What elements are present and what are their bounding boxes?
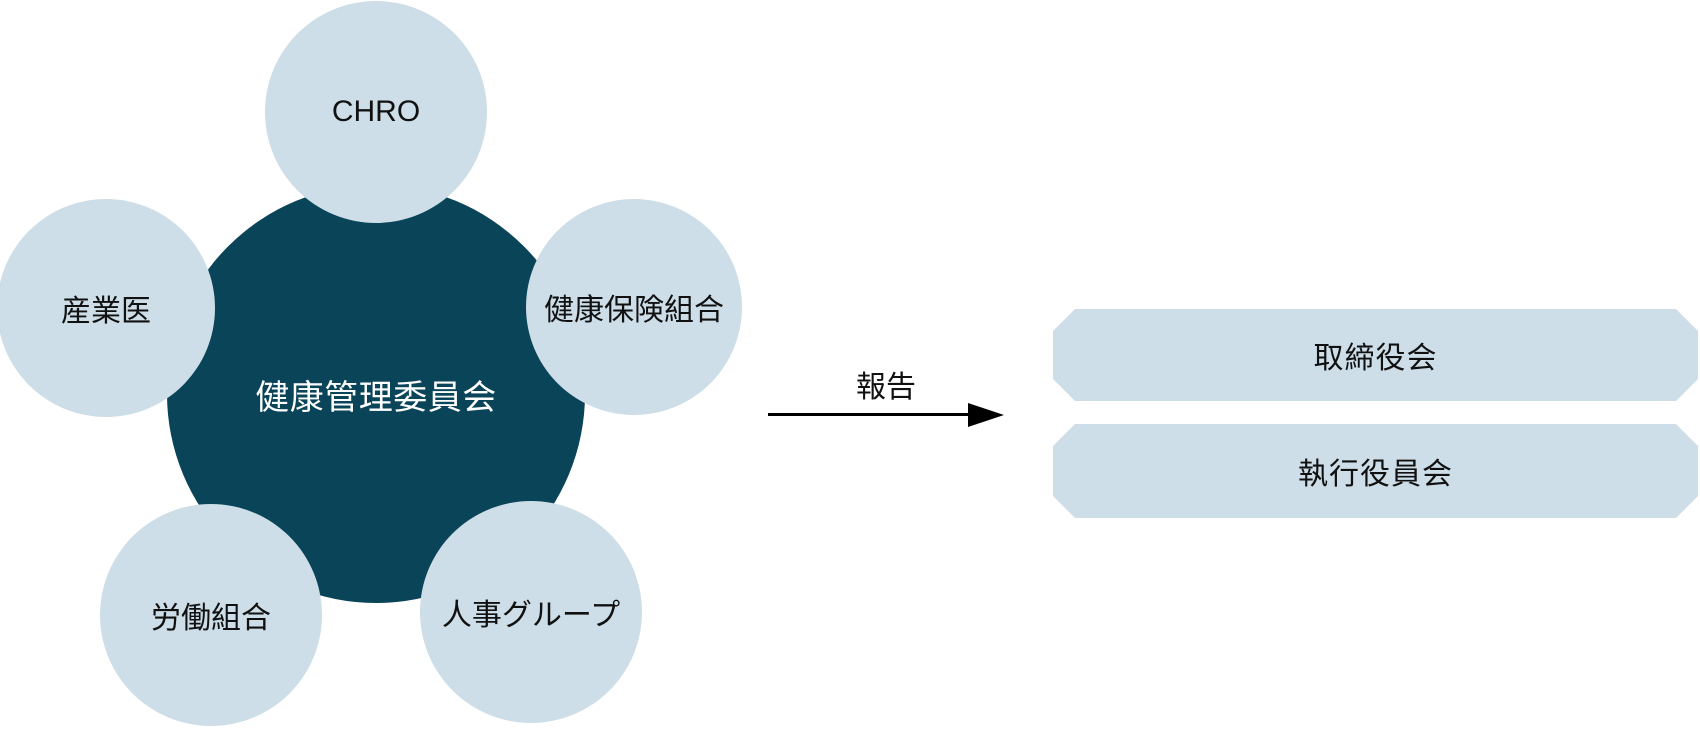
spoke-circle-labor-union: 労働組合 bbox=[100, 504, 322, 726]
target-label-board-of-directors: 取締役会 bbox=[1313, 342, 1438, 375]
spoke-circle-health-insurance-union: 健康保険組合 bbox=[526, 199, 742, 415]
report-arrow-line bbox=[768, 413, 970, 416]
report-arrow-label: 報告 bbox=[856, 371, 916, 404]
spoke-label-labor-union: 労働組合 bbox=[151, 602, 271, 635]
target-box-executive-officers-board: 執行役員会 bbox=[1053, 424, 1698, 518]
hub-label: 健康管理委員会 bbox=[255, 378, 497, 417]
report-arrowhead-icon bbox=[968, 403, 1004, 427]
spoke-label-hr-group: 人事グループ bbox=[441, 599, 621, 632]
target-label-executive-officers-board: 執行役員会 bbox=[1298, 458, 1453, 491]
spoke-circle-chro: CHRO bbox=[265, 1, 487, 223]
target-box-board-of-directors: 取締役会 bbox=[1053, 309, 1698, 401]
spoke-circle-hr-group: 人事グループ bbox=[420, 501, 642, 723]
spoke-label-health-insurance-union: 健康保険組合 bbox=[544, 294, 724, 327]
spoke-label-chro: CHRO bbox=[331, 95, 421, 128]
spoke-label-occupational-physician: 産業医 bbox=[61, 295, 151, 328]
spoke-circle-occupational-physician: 産業医 bbox=[0, 199, 215, 417]
